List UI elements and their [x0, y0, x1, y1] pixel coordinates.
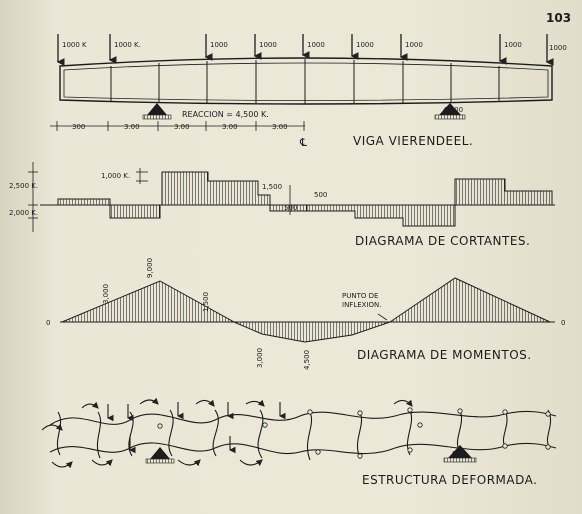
dimension-label: 3.00 — [174, 123, 190, 131]
load-label: 1000 — [210, 41, 228, 49]
moment-right-slope: 1,500 — [202, 292, 210, 312]
load-label: 1000 — [259, 41, 277, 49]
dimension-line — [50, 121, 305, 131]
shear-scale — [28, 162, 291, 232]
shear-scale-top: 2,500 K. — [9, 182, 38, 190]
moment-arrows — [41, 397, 413, 469]
moment-caption: DIAGRAMA DE MOMENTOS. — [357, 348, 532, 362]
deformed-caption: ESTRUCTURA DEFORMADA. — [362, 473, 537, 487]
dimension-label: 3.00 — [124, 123, 140, 131]
moment-left-slope: 3,000 — [102, 284, 110, 304]
load-label: 1000 — [504, 41, 522, 49]
right-support: 4,500 — [434, 103, 466, 120]
deformed-structure — [49, 409, 557, 461]
dimension-label: 300 — [72, 123, 85, 131]
left-support — [142, 103, 172, 120]
deformed-left-support — [145, 447, 175, 464]
beam-panels — [110, 59, 500, 104]
vierendeel-beam: 1000 K 1000 K. 1000 1000 1000 1000 1000 … — [50, 34, 567, 149]
load-label: 1000 — [307, 41, 325, 49]
page-number: 103 — [546, 11, 571, 25]
shear-diagram: 2,500 K. 2,000 K. 1,000 K. 1,500 500 500… — [9, 162, 555, 248]
dimension-label: 3.00 — [222, 123, 238, 131]
dimension-label: 3.00 — [272, 123, 288, 131]
reaction-label: REACCION = 4,500 K. — [182, 110, 269, 119]
deformed-joints — [157, 407, 551, 459]
load-label: 1000 — [356, 41, 374, 49]
deformed-support-label: 000 — [452, 450, 465, 458]
beam-caption: VIGA VIERENDEEL. — [353, 134, 473, 148]
inflection-label: PUNTO DE — [342, 292, 378, 300]
moment-neg-right: 4,500 — [303, 350, 311, 370]
right-support-label: 4,500 — [443, 106, 463, 114]
deformed-right-support: 000 — [443, 445, 477, 463]
moment-zero-left: 0 — [46, 319, 50, 327]
load-label: 1000 — [549, 44, 567, 52]
shear-center-mid: 500 — [314, 191, 327, 199]
shear-load-mark: 1,000 K. — [101, 172, 130, 180]
load-arrows — [56, 34, 554, 66]
shear-caption: DIAGRAMA DE CORTANTES. — [355, 234, 530, 248]
moment-diagram: 0 0 9,000 3,000 1,500 3,000 4,500 PUNTO … — [46, 258, 565, 370]
moment-neg-left: 3,000 — [256, 348, 264, 368]
moment-zero-right: 0 — [561, 319, 565, 327]
centerline-mark: ℄ — [299, 136, 307, 149]
inflection-label: INFLEXION. — [342, 301, 381, 309]
load-label: 1000 — [405, 41, 423, 49]
shear-center-bottom: 500 — [284, 204, 297, 212]
shear-scale-bottom: 2,000 K. — [9, 209, 38, 217]
load-label: 1000 K — [62, 41, 87, 49]
load-label: 1000 K. — [114, 41, 141, 49]
shear-center-top: 1,500 — [262, 183, 282, 191]
moment-peak-label: 9,000 — [146, 258, 154, 278]
